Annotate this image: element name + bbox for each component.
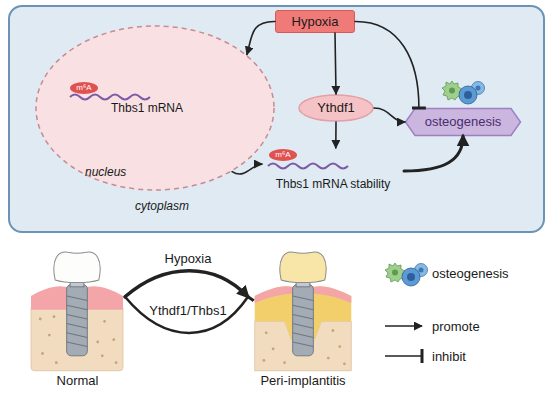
node-text: Hypoxia — [276, 11, 354, 32]
outcome-hexagon: osteogenesis — [405, 108, 521, 136]
stage-label: Normal — [30, 373, 125, 389]
arrow-connector — [125, 297, 248, 333]
node-text: Ythdf1 — [298, 94, 374, 122]
implant-peri — [255, 252, 352, 371]
implant-normal-group: Normal — [30, 245, 125, 393]
stimulus-box: Hypoxia — [275, 10, 355, 33]
edge-label: Ythdf1/Thbs1 — [133, 303, 243, 319]
edge-label: Hypoxia — [143, 251, 233, 267]
nucleus-ellipse: Thbs1 mRNA nucleus — [35, 25, 275, 191]
protein-ellipse: Ythdf1 — [298, 94, 374, 122]
implant-normal — [31, 252, 123, 371]
arrow-connector — [125, 271, 248, 297]
modification-label: m⁶A — [269, 150, 297, 160]
legend-text: osteogenesis — [432, 266, 532, 282]
legend-text: promote — [432, 319, 532, 335]
compartment-label: cytoplasm — [135, 199, 215, 214]
legend-promote-line — [385, 325, 422, 327]
nucleus-ellipse-shape — [36, 26, 274, 190]
legend-cells-icon — [385, 263, 428, 286]
node-text: Thbs1 mRNA — [97, 101, 197, 116]
node-text: Thbs1 mRNA stability — [262, 177, 404, 192]
cell-outline: cytoplasm Thbs1 mRNA nucleus HypoxiaYthdf1 o… — [8, 5, 545, 233]
legend-text: inhibit — [432, 349, 532, 365]
implant-peri-group: Peri-implantitis — [248, 245, 358, 393]
outcome-hexagon-shape — [406, 109, 521, 136]
modification-label: m⁶A — [70, 83, 98, 93]
legend-inhibit-line — [385, 355, 422, 357]
node-text: nucleus — [85, 165, 155, 180]
stage-label: Peri-implantitis — [248, 373, 358, 389]
node-text: osteogenesis — [405, 108, 521, 136]
protein-ellipse-shape — [299, 95, 373, 121]
